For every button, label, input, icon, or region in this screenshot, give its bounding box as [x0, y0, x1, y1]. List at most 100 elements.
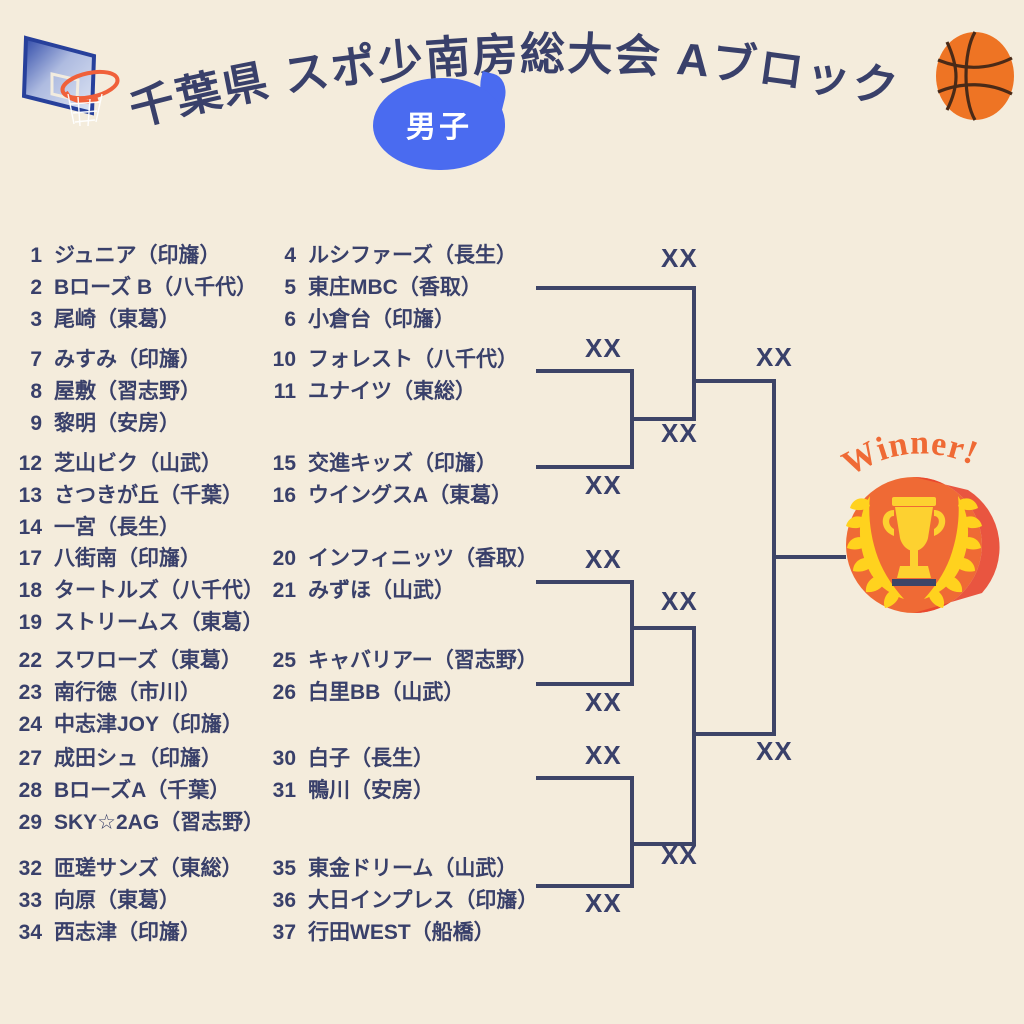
list-item: 12 芝山ビク（山武） [8, 448, 222, 480]
team-number: 26 [272, 681, 296, 704]
team-name: 八街南（印旛） [54, 547, 201, 570]
winner-badge: Winner! [818, 418, 1008, 618]
bracket-line [630, 776, 634, 888]
team-name: 一宮（長生） [54, 516, 180, 539]
team-number: 3 [30, 308, 42, 331]
team-number: 25 [272, 649, 296, 672]
team-name: ストリームス（東葛） [54, 611, 264, 634]
match-score: XX [585, 888, 622, 918]
bracket-line [630, 580, 634, 686]
team-name: 小倉台（印旛） [308, 308, 455, 331]
team-number: 33 [18, 889, 42, 912]
team-number: 6 [284, 308, 296, 331]
team-name: 東庄MBC（香取） [308, 276, 482, 299]
match-score: XX [585, 544, 622, 574]
list-item: 22 スワローズ（東葛） [8, 645, 242, 677]
team-name: 黎明（安房） [54, 412, 180, 435]
list-item: 23 南行徳（市川） [8, 677, 201, 709]
basketball-hoop-icon [12, 18, 132, 138]
bracket-line [536, 286, 696, 290]
bracket-line [692, 732, 776, 736]
team-name: ユナイツ（東総） [308, 380, 476, 403]
team-name: 南行徳（市川） [54, 681, 201, 704]
team-number: 9 [30, 412, 42, 435]
match-score: XX [756, 342, 793, 372]
team-number: 29 [18, 811, 42, 834]
list-item: 9 黎明（安房） [8, 408, 180, 440]
bracket-line [692, 286, 696, 421]
team-name: 交進キッズ（印旛） [308, 452, 497, 475]
team-name: フォレスト（八千代） [308, 348, 518, 371]
team-number: 13 [18, 484, 42, 507]
list-item: 6 小倉台（印旛） [262, 304, 455, 336]
team-number: 10 [272, 348, 296, 371]
list-item: 4 ルシファーズ（長生） [262, 240, 517, 272]
match-score: XX [661, 840, 698, 870]
list-item: 10 フォレスト（八千代） [262, 344, 518, 376]
team-name: SKY☆2AG（習志野） [54, 811, 265, 834]
list-item: 14 一宮（長生） [8, 512, 180, 544]
team-number: 14 [18, 516, 42, 539]
match-score: XX [585, 687, 622, 717]
list-item: 17 八街南（印旛） [8, 543, 201, 575]
team-number: 17 [18, 547, 42, 570]
team-name: 匝瑳サンズ（東総） [54, 857, 243, 880]
team-name: 芝山ビク（山武） [54, 452, 222, 475]
bracket-line [692, 379, 776, 383]
team-number: 24 [18, 713, 42, 736]
team-name: 東金ドリーム（山武） [308, 857, 518, 880]
team-number: 8 [30, 380, 42, 403]
team-name: 西志津（印旛） [54, 921, 201, 944]
bracket-line [630, 626, 696, 630]
team-number: 19 [18, 611, 42, 634]
team-name: ルシファーズ（長生） [308, 244, 517, 267]
team-name: 白里BB（山武） [308, 681, 465, 704]
list-item: 19 ストリームス（東葛） [8, 607, 264, 639]
team-name: Bローズ B（八千代） [54, 276, 258, 299]
list-item: 26 白里BB（山武） [262, 677, 465, 709]
match-score: XX [585, 470, 622, 500]
team-number: 23 [18, 681, 42, 704]
team-name: 成田シュ（印旛） [54, 747, 222, 770]
list-item: 5 東庄MBC（香取） [262, 272, 482, 304]
match-score: XX [585, 740, 622, 770]
team-name: 白子（長生） [308, 747, 434, 770]
team-number: 32 [18, 857, 42, 880]
team-name: タートルズ（八千代） [54, 579, 264, 602]
bracket-line [772, 555, 846, 559]
team-number: 30 [272, 747, 296, 770]
team-number: 31 [272, 779, 296, 802]
team-name: インフィニッツ（香取） [308, 547, 538, 570]
team-name: 屋敷（習志野） [54, 380, 201, 403]
team-number: 16 [272, 484, 296, 507]
team-number: 12 [18, 452, 42, 475]
bracket-line [536, 580, 634, 584]
bracket-line [630, 842, 696, 846]
gender-badge-label: 男子 [406, 111, 472, 144]
bracket-line [536, 884, 634, 888]
team-name: ウイングスA（東葛） [308, 484, 513, 507]
team-number: 5 [284, 276, 296, 299]
list-item: 16 ウイングスA（東葛） [262, 480, 513, 512]
team-number: 4 [284, 244, 296, 267]
team-name: スワローズ（東葛） [54, 649, 242, 672]
list-item: 30 白子（長生） [262, 743, 434, 775]
gender-badge: 男子 [373, 78, 505, 170]
team-name: さつきが丘（千葉） [54, 484, 243, 507]
team-number: 21 [272, 579, 296, 602]
team-number: 22 [18, 649, 42, 672]
team-number: 34 [18, 921, 42, 944]
